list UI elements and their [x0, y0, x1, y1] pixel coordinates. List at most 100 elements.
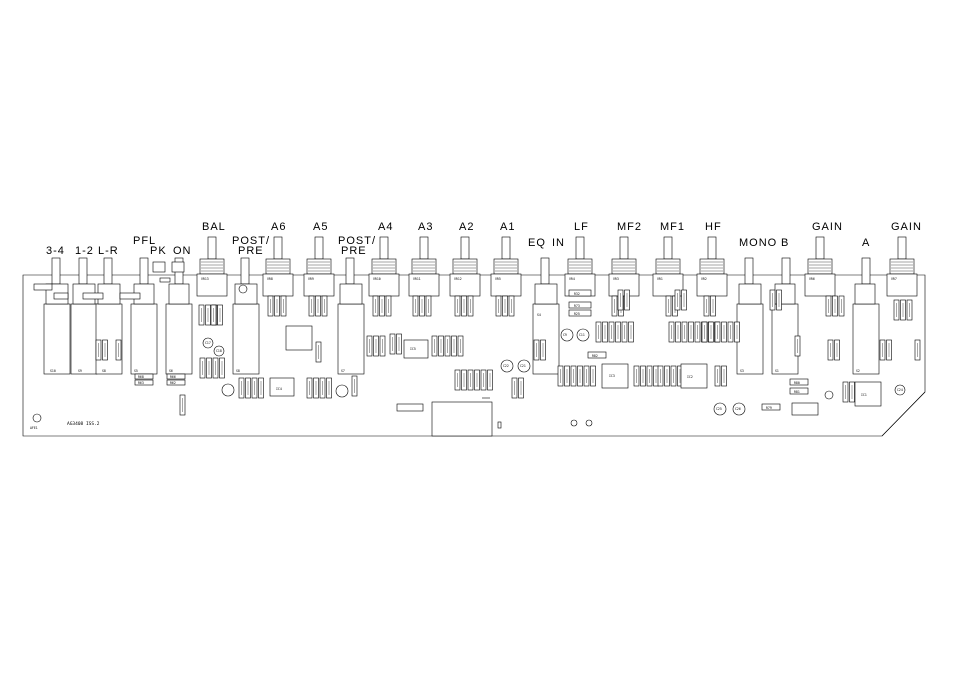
label-l-r: L-R [98, 245, 119, 257]
label-pfl: PFL [133, 235, 156, 247]
svg-text:IC5: IC5 [410, 347, 416, 351]
svg-text:R73: R73 [574, 304, 580, 308]
ref-s6: S6 [169, 369, 173, 373]
switch-caps [45, 283, 876, 305]
ref-s1: S1 [775, 369, 779, 373]
svg-text:C25: C25 [716, 407, 722, 411]
label-on: ON [173, 245, 192, 257]
svg-text:VR11: VR11 [413, 277, 421, 281]
svg-text:R80: R80 [794, 381, 800, 385]
label-gain-b: GAIN [812, 221, 843, 233]
svg-text:VR7: VR7 [891, 277, 897, 281]
svg-text:VR2: VR2 [701, 277, 707, 281]
svg-text:VR4: VR4 [569, 277, 575, 281]
svg-text:R82: R82 [592, 354, 598, 358]
label-pre-2: PRE [341, 245, 367, 257]
connector-body [431, 401, 493, 437]
label-mf1: MF1 [660, 221, 685, 233]
svg-text:IC2: IC2 [687, 375, 693, 379]
pot-shaft [207, 236, 217, 260]
capacitors: C17 C18 C22 C21 C9 C11 C25 C26 C24 [32, 284, 906, 427]
corner-chamfer [881, 391, 926, 437]
ref-s5: S5 [134, 369, 138, 373]
label-mf2: MF2 [617, 221, 642, 233]
label-gain-a: GAIN [891, 221, 922, 233]
connector [431, 397, 819, 437]
label-a: A [862, 237, 870, 249]
svg-text:R79: R79 [766, 406, 772, 410]
led-components [33, 261, 185, 300]
horizontal-resistors: R68 R63 R66 R62 R32 R73 R25 R79 R80 R81 … [134, 289, 809, 412]
rotary-pots [196, 236, 918, 297]
svg-text:C24: C24 [897, 388, 903, 392]
svg-text:C26: C26 [735, 407, 741, 411]
label-1-2: 1-2 [75, 245, 94, 257]
svg-text:C17: C17 [205, 341, 211, 345]
label-pk: PK [150, 245, 167, 257]
pot-base [196, 273, 228, 297]
resistor-groups [95, 289, 921, 416]
svg-text:VR6: VR6 [809, 277, 815, 281]
svg-text:R68: R68 [138, 375, 144, 379]
board-marker: AFE1 [30, 426, 38, 430]
svg-text:R63: R63 [138, 381, 144, 385]
label-bal: BAL [202, 221, 226, 233]
svg-text:VR10: VR10 [373, 277, 381, 281]
label-post-1: POST/ [232, 235, 270, 247]
label-in: IN [552, 237, 565, 249]
svg-text:R66: R66 [170, 375, 176, 379]
svg-text:VR9: VR9 [308, 277, 314, 281]
svg-text:IC4: IC4 [276, 387, 282, 391]
label-lf: LF [574, 221, 589, 233]
label-a2: A2 [459, 221, 474, 233]
svg-text:VR13: VR13 [201, 277, 209, 281]
svg-text:R32: R32 [574, 292, 580, 296]
mounting-hole [32, 413, 42, 423]
svg-text:R25: R25 [574, 312, 580, 316]
label-post-2: POST/ [338, 235, 376, 247]
label-3-4: 3-4 [46, 245, 65, 257]
label-b: B [781, 237, 789, 249]
svg-text:VR8: VR8 [267, 277, 273, 281]
label-mono: MONO [739, 237, 777, 249]
svg-text:C18: C18 [216, 349, 222, 353]
ref-s3: S3 [740, 369, 744, 373]
svg-text:VR12: VR12 [454, 277, 462, 281]
svg-text:VR3: VR3 [613, 277, 619, 281]
ref-s2: S2 [856, 369, 860, 373]
svg-text:VR1: VR1 [657, 277, 663, 281]
ref-s9: S9 [78, 369, 82, 373]
label-pre-1: PRE [238, 245, 264, 257]
svg-text:R62: R62 [170, 381, 176, 385]
label-a5: A5 [313, 221, 328, 233]
switch-ref-labels: S10 S9 S8 S5 S6 S8 S7 S4 S3 S1 S2 [50, 313, 860, 373]
svg-text:R81: R81 [794, 390, 800, 394]
label-a6: A6 [271, 221, 286, 233]
board-text: AG3408 ISS.2 AFE1 [30, 421, 100, 430]
svg-text:IC1: IC1 [861, 393, 867, 397]
ref-s7: S7 [341, 369, 345, 373]
ref-s8b: S8 [236, 369, 240, 373]
ref-s4: S4 [537, 313, 541, 317]
part-code: AG3408 ISS.2 [67, 421, 100, 427]
ref-s8a: S8 [102, 369, 106, 373]
pot-ref-labels: VR13 VR8 VR9 VR10 VR11 VR12 VR5 VR4 VR3 … [201, 277, 897, 281]
svg-text:C22: C22 [503, 364, 509, 368]
pot-body [199, 258, 225, 275]
label-a4: A4 [378, 221, 393, 233]
label-eq: EQ [528, 237, 546, 249]
pot-hatching [201, 261, 913, 272]
label-a3: A3 [418, 221, 433, 233]
top-labels: 3-4 1-2 L-R PFL PK ON BAL POST/ PRE A6 A… [46, 221, 922, 257]
svg-text:VR5: VR5 [495, 277, 501, 281]
push-switches [43, 257, 880, 375]
label-hf: HF [705, 221, 722, 233]
svg-text:C11: C11 [579, 333, 585, 337]
svg-text:C9: C9 [563, 333, 567, 337]
label-a1: A1 [500, 221, 515, 233]
integrated-circuits: IC4 IC5 IC3 IC2 IC1 [269, 325, 882, 407]
svg-text:C21: C21 [520, 364, 526, 368]
ref-s10: S10 [50, 369, 56, 373]
svg-text:IC3: IC3 [609, 374, 615, 378]
